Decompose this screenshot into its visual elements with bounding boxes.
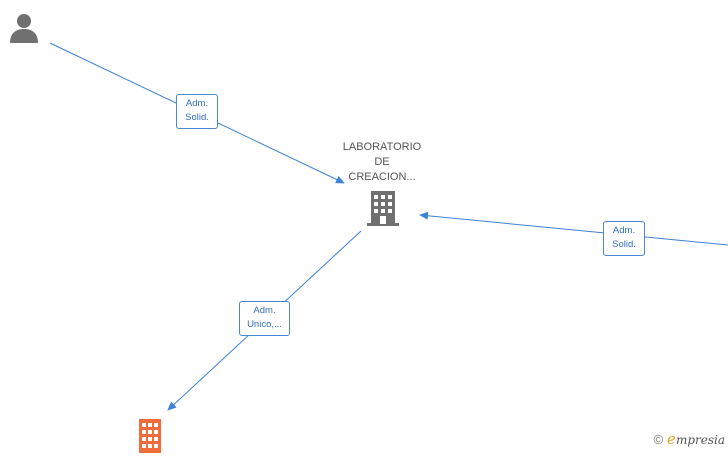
edge-label-bottom-left-line-1: Adm.: [253, 305, 276, 316]
edge-label-bottom-left[interactable]: Adm. Unico,...: [239, 301, 290, 336]
center-company-label-line-2: DE: [374, 156, 390, 168]
edge-label-right[interactable]: Adm. Solid.: [603, 221, 645, 256]
edge-line-right: [419, 211, 728, 246]
brand-logo: empresia: [667, 430, 725, 448]
edge-label-top-left[interactable]: Adm. Solid.: [176, 94, 218, 129]
center-company-label-line-1: LABORATORIO: [342, 141, 422, 153]
edge-label-bottom-left-line-2: Unico,...: [247, 319, 282, 330]
brand-name: mpresia: [675, 433, 725, 447]
empresia-watermark: © empresia: [653, 430, 725, 448]
person-icon: [10, 14, 38, 43]
bottom-company-node[interactable]: [137, 419, 163, 453]
copyright-icon: ©: [653, 431, 664, 447]
center-company-node[interactable]: [367, 191, 399, 226]
edge-label-right-line-2: Solid.: [612, 239, 636, 250]
center-company-label-line-3: CREACION...: [348, 171, 416, 183]
center-company-label[interactable]: LABORATORIO DE CREACION...: [332, 140, 432, 185]
edge-label-top-left-line-1: Adm.: [185, 98, 209, 109]
building-icon: [139, 419, 161, 453]
edge-label-top-left-line-2: Solid.: [185, 112, 209, 123]
building-icon: [367, 191, 399, 226]
person-node[interactable]: [8, 12, 40, 44]
edge-label-right-line-1: Adm.: [612, 225, 636, 236]
brand-initial: e: [667, 430, 676, 448]
